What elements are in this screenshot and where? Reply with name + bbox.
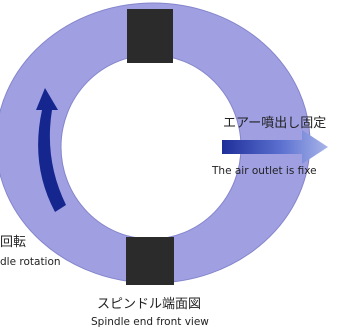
outlet-arrow-icon	[222, 130, 328, 164]
rotation-label-en: dle rotation	[0, 256, 61, 268]
outlet-label-en: The air outlet is fixe	[212, 165, 317, 177]
rotation-label-jp: 回転	[0, 235, 27, 250]
outlet-label-jp: エアー噴出し固定	[223, 116, 327, 131]
caption-title-jp: スピンドル端面図	[97, 297, 202, 312]
spindle-ring	[0, 2, 311, 284]
bottom-block	[126, 237, 174, 285]
rotation-arrow-icon	[36, 88, 66, 212]
top-block	[127, 9, 173, 63]
caption-title-en: Spindle end front view	[91, 316, 209, 328]
